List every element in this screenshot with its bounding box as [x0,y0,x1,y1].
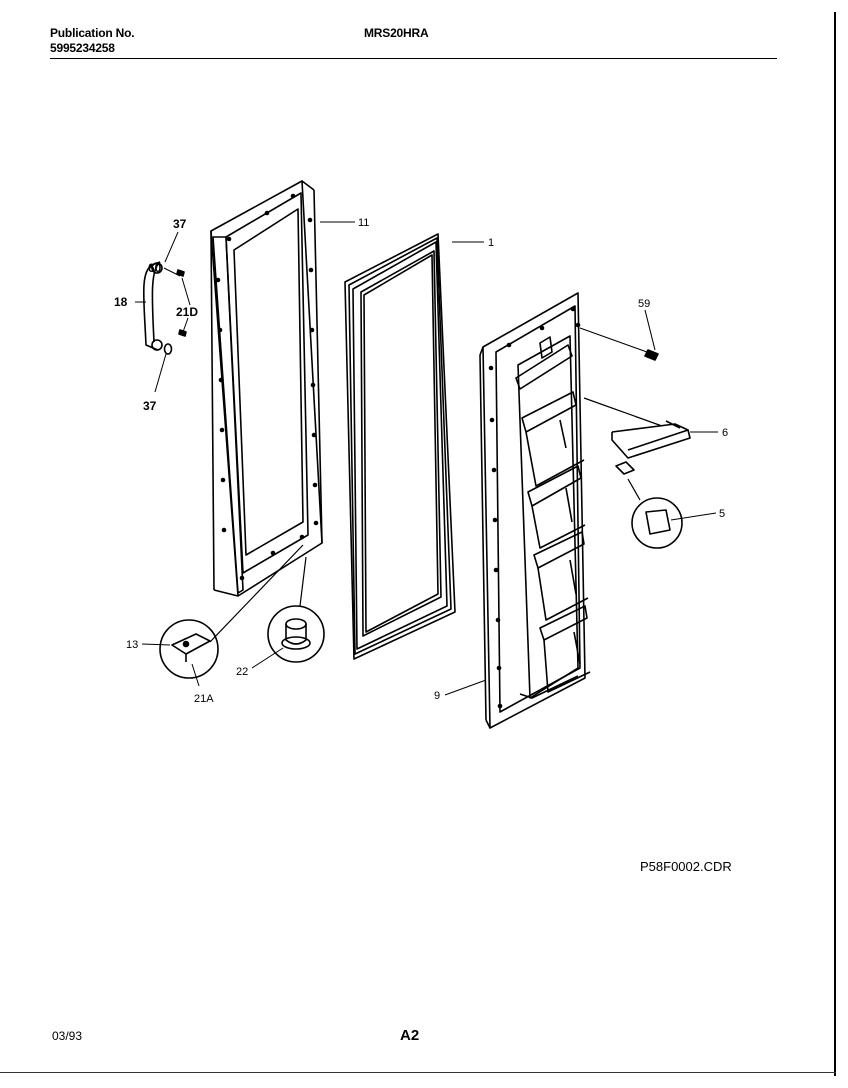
callout-1: 1 [488,237,494,249]
callout-22: 22 [236,666,248,678]
door-gasket [344,233,456,660]
end-cap-detail [615,461,683,549]
door-panel-frame [210,180,323,597]
callout-21a: 21A [194,693,214,705]
hinge-detail [159,544,304,679]
callout-59: 59 [638,298,650,310]
page-bottom-border [0,1072,836,1073]
door-handle [142,261,163,351]
bushing-detail [267,556,325,663]
liner-screw [644,349,659,361]
header-rule [50,58,777,59]
callout-13: 13 [126,639,138,651]
callout-11: 11 [358,217,369,229]
callout-6: 6 [722,427,728,439]
page-right-border [834,12,836,1076]
footer-date: 03/93 [52,1029,83,1043]
publication-number: 5995234258 [50,41,115,55]
callout-5: 5 [719,508,725,520]
model-number: MRS20HRA [364,26,429,40]
liner-screw-holes [488,306,581,709]
callout-18: 18 [114,295,128,309]
callout-60: 60 [148,261,162,275]
publication-label: Publication No. [50,26,135,40]
leader-lines [135,221,718,696]
callout-37-top: 37 [173,217,187,231]
callout-9: 9 [434,690,440,702]
handle-screws [163,269,187,355]
frame-screw-holes [215,193,319,581]
callout-21d: 21D [176,305,198,319]
footer-page-number: A2 [400,1027,420,1044]
door-liner [479,292,591,729]
callout-37-bottom: 37 [143,399,157,413]
drawing-file-name: P58F0002.CDR [640,859,732,874]
shelf-rail-bar [583,397,691,459]
